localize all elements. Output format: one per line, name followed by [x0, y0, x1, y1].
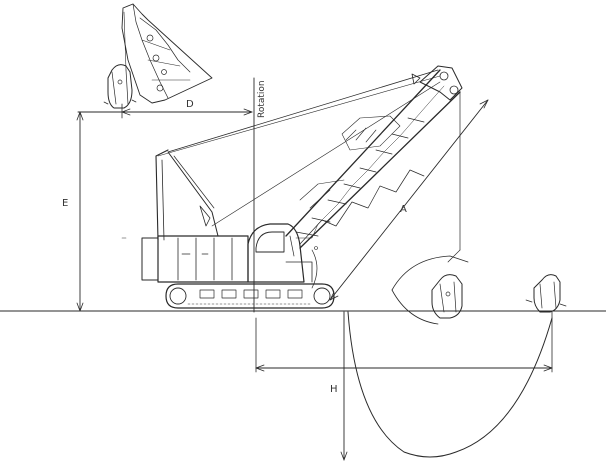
dimension-reach [255, 311, 553, 373]
rigging-ropes [157, 69, 461, 251]
label-d: D [186, 99, 194, 110]
dimension-d [77, 103, 253, 119]
dimension-a [329, 99, 489, 301]
bucket-right [525, 274, 567, 313]
dimension-h [340, 311, 348, 461]
crane-body [141, 223, 313, 283]
bucket-swing [391, 249, 469, 325]
inset-bucket-detail [103, 3, 213, 109]
swing-arc [311, 249, 318, 289]
a-frame-mast [155, 149, 219, 241]
label-h: H [330, 384, 338, 395]
label-rotation: Rotation [257, 80, 267, 118]
crawler-tracks [165, 283, 335, 309]
lattice-boom [285, 65, 463, 249]
label-e: E [62, 198, 68, 209]
digging-envelope [347, 311, 553, 458]
dimension-e [76, 111, 84, 312]
label-a: A [400, 204, 407, 215]
